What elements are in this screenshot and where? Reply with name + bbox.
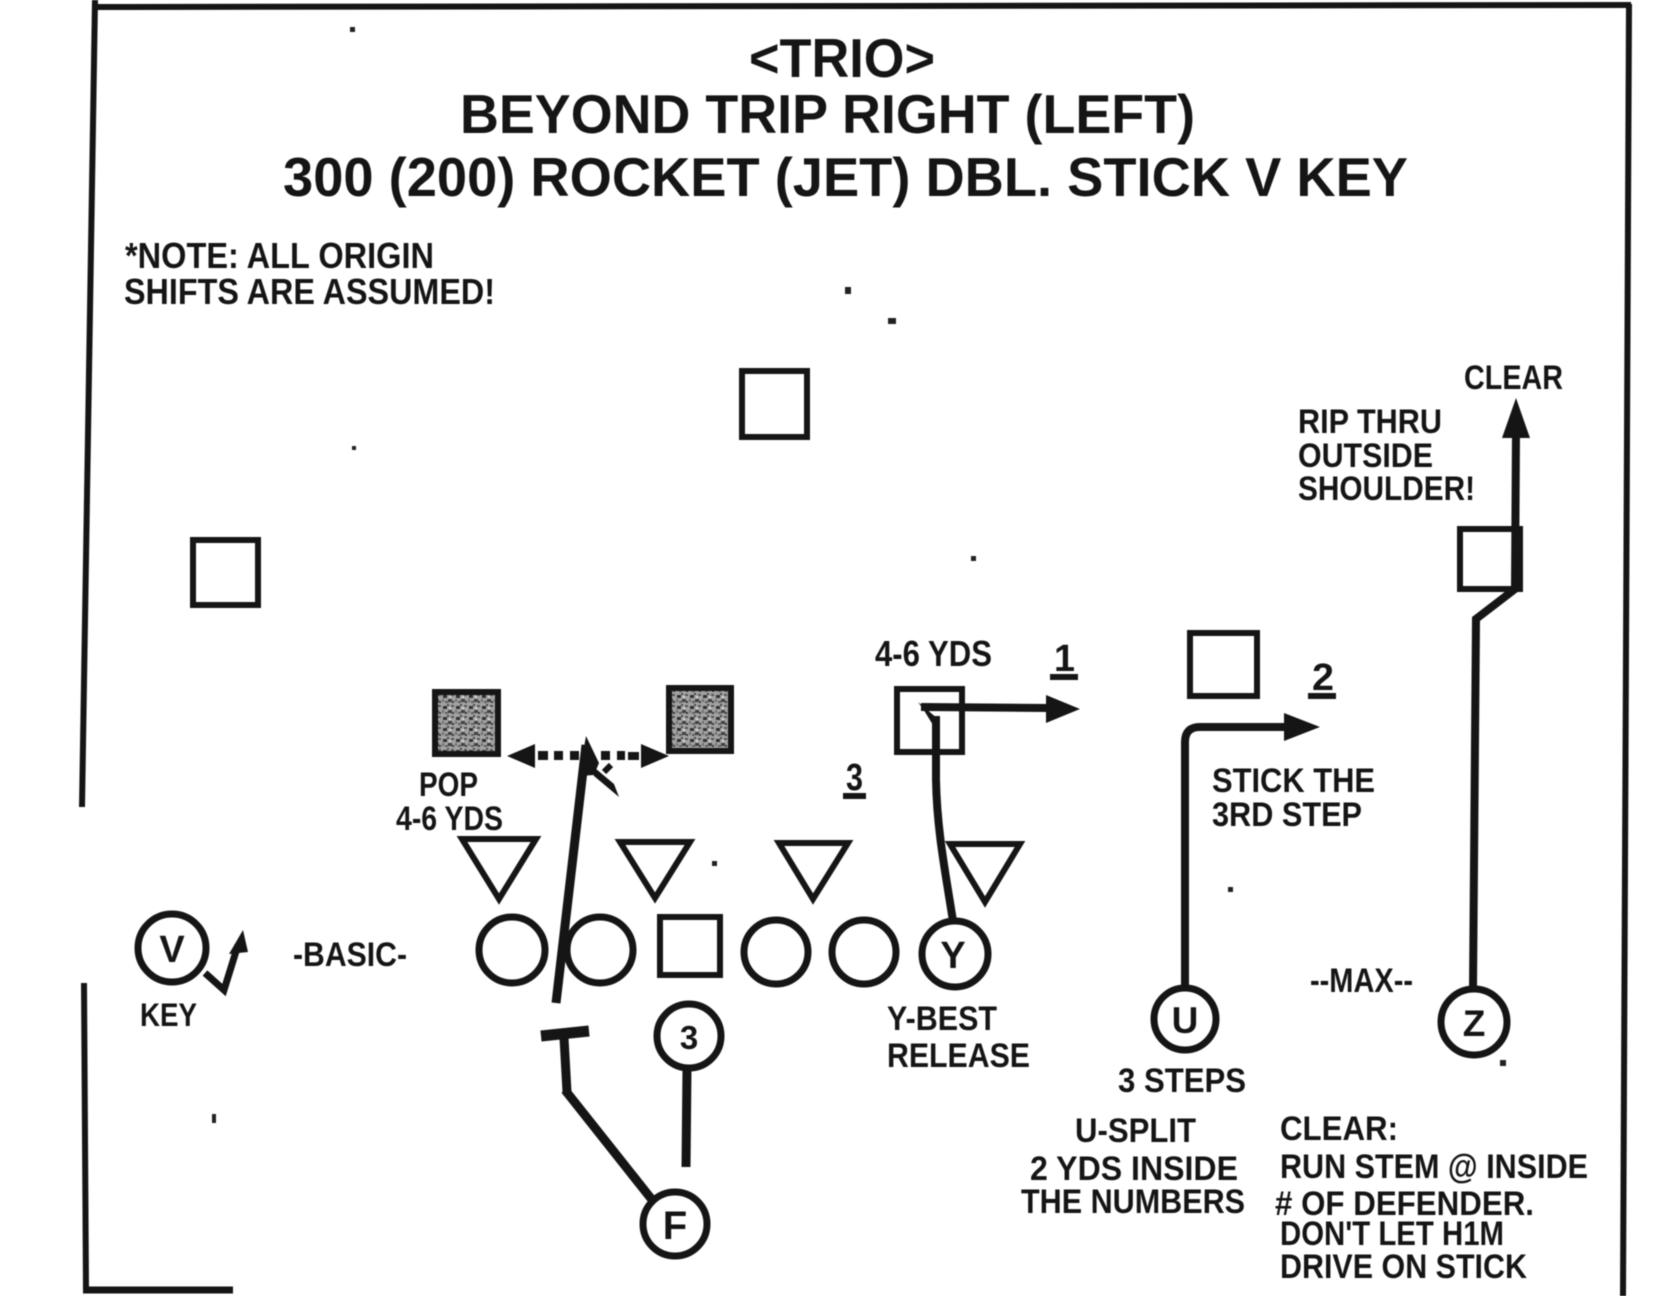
svg-text:4-6 YDS: 4-6 YDS bbox=[396, 800, 503, 838]
svg-text:Z: Z bbox=[1463, 1003, 1486, 1044]
svg-text:RIP THRU: RIP THRU bbox=[1298, 403, 1442, 441]
svg-text:CLEAR:: CLEAR: bbox=[1280, 1110, 1398, 1148]
svg-text:<TRIO>: <TRIO> bbox=[749, 27, 935, 89]
svg-text:U: U bbox=[1172, 1000, 1199, 1041]
svg-text:THE NUMBERS: THE NUMBERS bbox=[1021, 1183, 1245, 1221]
svg-text:3RD STEP: 3RD STEP bbox=[1212, 796, 1362, 834]
svg-text:RELEASE: RELEASE bbox=[887, 1037, 1030, 1075]
svg-text:3: 3 bbox=[680, 1019, 698, 1056]
svg-text:DON'T LET H1M: DON'T LET H1M bbox=[1280, 1215, 1504, 1253]
svg-text:2 YDS INSIDE: 2 YDS INSIDE bbox=[1030, 1150, 1238, 1188]
svg-text:-BASIC-: -BASIC- bbox=[293, 936, 407, 974]
svg-text:F: F bbox=[663, 1204, 687, 1248]
svg-text:--MAX--: --MAX-- bbox=[1310, 962, 1413, 1000]
svg-text:U-SPLIT: U-SPLIT bbox=[1075, 1112, 1196, 1150]
svg-text:Y: Y bbox=[940, 935, 965, 977]
svg-text:STICK THE: STICK THE bbox=[1212, 762, 1375, 800]
svg-text:# OF DEFENDER.: # OF DEFENDER. bbox=[1275, 1185, 1534, 1223]
svg-text:BEYOND TRIP RIGHT (LEFT): BEYOND TRIP RIGHT (LEFT) bbox=[460, 83, 1195, 145]
svg-text:SHIFTS ARE ASSUMED!: SHIFTS ARE ASSUMED! bbox=[124, 271, 495, 312]
svg-text:CLEAR: CLEAR bbox=[1464, 359, 1563, 397]
svg-text:OUTSIDE: OUTSIDE bbox=[1298, 437, 1433, 475]
svg-text:3: 3 bbox=[846, 757, 863, 799]
svg-text:1: 1 bbox=[1054, 638, 1075, 680]
svg-text:*NOTE: ALL ORIGIN: *NOTE: ALL ORIGIN bbox=[125, 235, 434, 276]
svg-text:300 (200) ROCKET (JET) DBL. ST: 300 (200) ROCKET (JET) DBL. STICK V KEY bbox=[283, 146, 1408, 208]
svg-text:SHOULDER!: SHOULDER! bbox=[1298, 470, 1475, 508]
svg-text:POP: POP bbox=[419, 766, 478, 804]
svg-text:Y-BEST: Y-BEST bbox=[887, 1000, 997, 1038]
svg-text:2: 2 bbox=[1312, 657, 1334, 699]
svg-text:3 STEPS: 3 STEPS bbox=[1118, 1062, 1246, 1100]
svg-text:V: V bbox=[159, 929, 185, 971]
svg-text:4-6 YDS: 4-6 YDS bbox=[875, 633, 992, 674]
svg-text:KEY: KEY bbox=[140, 997, 197, 1033]
svg-text:DRIVE ON STICK: DRIVE ON STICK bbox=[1280, 1248, 1527, 1286]
svg-text:RUN STEM @ INSIDE: RUN STEM @ INSIDE bbox=[1280, 1148, 1588, 1186]
